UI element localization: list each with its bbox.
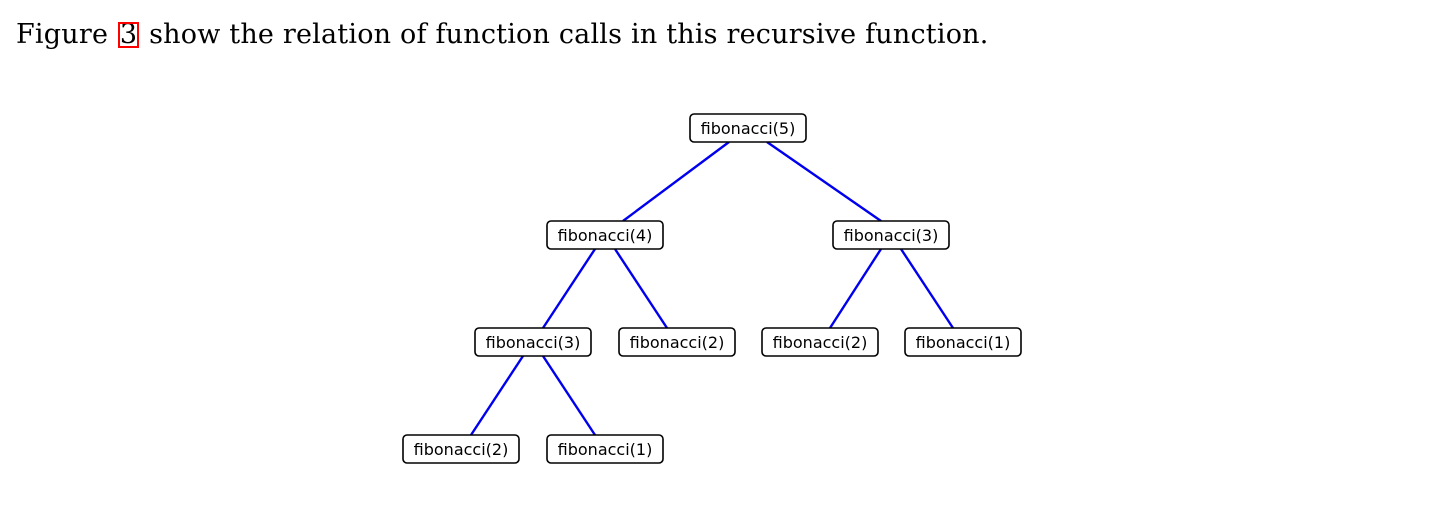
call-edge-n0-n1 [622,141,730,222]
call-node-box [689,113,807,143]
caption-prefix: Figure [16,19,117,50]
call-node-label: fibonacci(3) [844,226,939,245]
call-node: fibonacci(1) [546,434,664,464]
call-node-box [904,327,1022,357]
call-edge-n1-n4 [613,248,669,329]
figure-caption: Figure 3 show the relation of function c… [16,18,989,52]
call-node-label: fibonacci(2) [414,440,509,459]
call-tree-edges [469,141,955,436]
call-node: fibonacci(1) [904,327,1022,357]
call-edge-n3-n7 [469,355,525,436]
call-edge-n0-n2 [766,141,882,222]
call-node-label: fibonacci(4) [558,226,653,245]
call-node-label: fibonacci(2) [630,333,725,352]
call-node: fibonacci(3) [832,220,950,250]
call-node-box [474,327,592,357]
call-node-box [618,327,736,357]
call-tree-nodes: fibonacci(5) fibonacci(4) fibonacci(3) fibo… [402,113,1022,464]
call-edge-n3-n8 [541,355,597,436]
call-node-label: fibonacci(2) [773,333,868,352]
call-node-label: fibonacci(5) [701,119,796,138]
call-node: fibonacci(2) [761,327,879,357]
call-node: fibonacci(2) [618,327,736,357]
call-node: fibonacci(4) [546,220,664,250]
caption-text: show the relation of function calls in t… [140,19,989,50]
call-edge-n1-n3 [541,248,597,329]
call-node-box [832,220,950,250]
figure-reference-link[interactable]: 3 [117,19,140,50]
call-node: fibonacci(3) [474,327,592,357]
call-edge-n2-n5 [828,248,883,329]
call-node: fibonacci(5) [689,113,807,143]
call-node-box [546,434,664,464]
call-node: fibonacci(2) [402,434,520,464]
call-node-label: fibonacci(3) [486,333,581,352]
call-node-box [402,434,520,464]
call-edge-n2-n6 [899,248,955,329]
call-node-label: fibonacci(1) [558,440,653,459]
call-node-box [546,220,664,250]
call-node-label: fibonacci(1) [916,333,1011,352]
call-node-box [761,327,879,357]
